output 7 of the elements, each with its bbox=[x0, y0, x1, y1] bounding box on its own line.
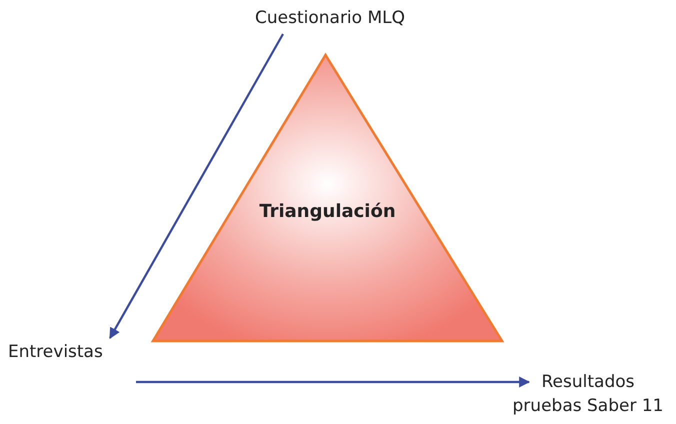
node-label: Resultados pruebas Saber 11 bbox=[512, 371, 664, 418]
node-label: Cuestionario MLQ bbox=[254, 7, 406, 30]
triangle-shape bbox=[150, 52, 505, 344]
arrow bbox=[109, 33, 284, 339]
arrow bbox=[136, 376, 530, 388]
triangle-label: Triangulación bbox=[258, 200, 397, 224]
node-label: Entrevistas bbox=[8, 341, 104, 364]
